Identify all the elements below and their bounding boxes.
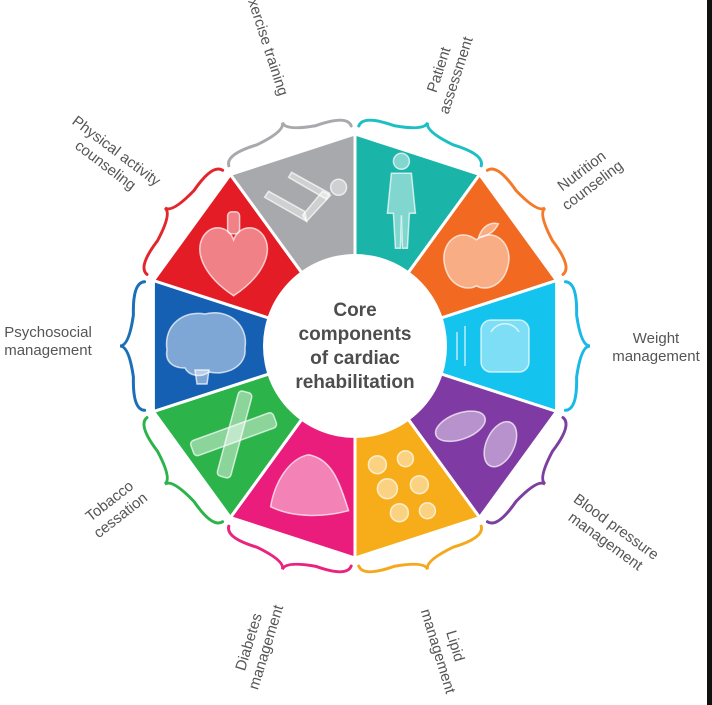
pancreas-icon: [269, 453, 350, 517]
label-blood-pressure-management: Blood pressuremanagement: [560, 491, 662, 579]
cigarettes-icon: [189, 390, 278, 479]
label-physical-activity-counseling: Physical activitycounseling: [58, 113, 164, 205]
scale-icon: [456, 319, 530, 373]
bracket-lipid-management: [357, 524, 483, 574]
lipid-droplets-icon: [367, 449, 437, 523]
bracket-patient-assessment: [357, 118, 483, 168]
label-tobacco-cessation: Tobaccocessation: [79, 475, 150, 542]
label-line: management: [4, 342, 92, 359]
bracket-exercise-training: [227, 118, 353, 168]
label-line: management: [612, 348, 700, 365]
center-line-4: rehabilitation: [295, 372, 414, 393]
bracket-tobacco-cessation: [142, 416, 225, 525]
bracket-nutrition-counseling: [485, 167, 568, 276]
bracket-psychosocial-management: [119, 280, 147, 412]
bracket-weight-management: [563, 280, 591, 412]
label-lipid-management: Lipidmanagement: [417, 602, 476, 697]
bracket-physical-activity-counseling: [142, 167, 225, 276]
center-circle: [263, 254, 447, 438]
label-line: Weight: [633, 330, 680, 347]
label-line: Exercise training: [241, 0, 291, 98]
heart-icon: [199, 211, 269, 297]
label-nutrition-counseling: Nutritioncounseling: [548, 143, 626, 214]
center-line-3: of cardiac: [310, 348, 400, 369]
label-exercise-training: Exercise training: [241, 0, 291, 98]
label-patient-assessment: Patientassessment: [419, 28, 477, 116]
human-figure-icon: [386, 152, 417, 250]
icons-layer: [165, 152, 530, 523]
center-title: Core components of cardiac rehabilitatio…: [295, 300, 414, 393]
brain-icon: [165, 312, 247, 385]
brackets-layer: [119, 118, 591, 574]
center-line-1: Core: [333, 300, 376, 321]
label-line: Psychosocial: [4, 324, 92, 341]
window-edge: [707, 0, 712, 705]
center-line-2: components: [299, 324, 412, 345]
blood-cells-icon: [434, 410, 518, 468]
apple-icon: [443, 222, 510, 289]
exercise-figure-icon: [263, 171, 348, 223]
bracket-blood-pressure-management: [485, 416, 568, 525]
label-diabetes-management: Diabetesmanagement: [228, 597, 287, 692]
bracket-diabetes-management: [227, 524, 353, 574]
